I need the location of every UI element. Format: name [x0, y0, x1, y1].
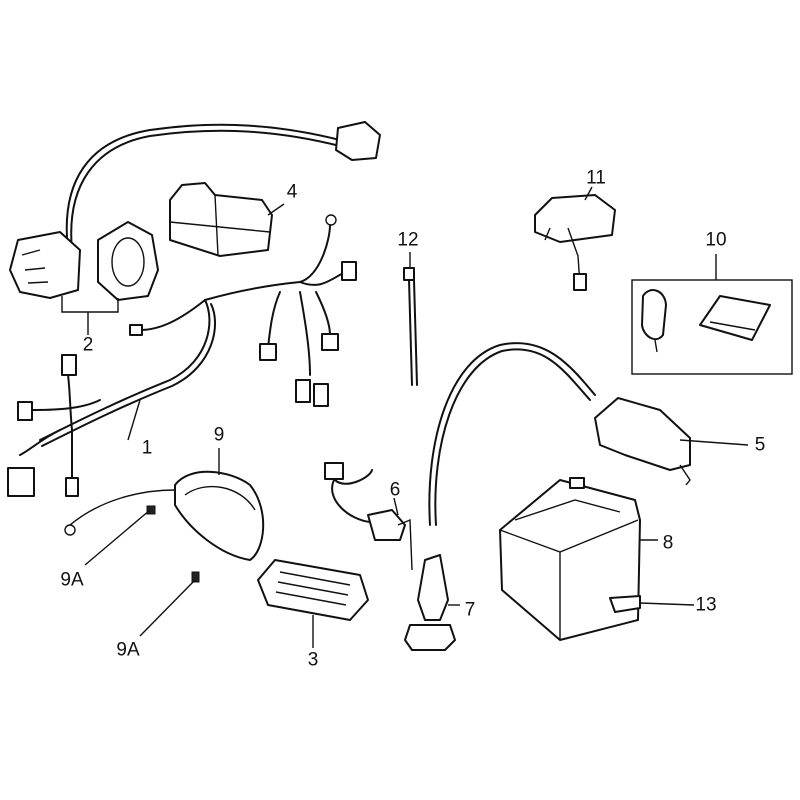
part-11-relay — [534, 194, 616, 291]
callout-7: 7 — [464, 599, 476, 621]
callout-5: 5 — [754, 434, 766, 456]
part-12-cable-tie — [403, 267, 418, 386]
callout-1: 1 — [141, 437, 153, 459]
callout-4: 4 — [286, 181, 298, 203]
callout-12: 12 — [397, 229, 419, 251]
part-1-wire-harness — [7, 214, 357, 497]
part-8-battery — [499, 477, 641, 641]
callout-3: 3 — [307, 649, 319, 671]
part-9-headlight — [64, 470, 265, 583]
part-2-stator-assembly — [9, 121, 381, 335]
callout-13: 13 — [695, 594, 717, 616]
callout-2: 2 — [82, 334, 94, 356]
callout-6: 6 — [389, 479, 401, 501]
part-7-spark-plug-cap — [404, 554, 456, 651]
callout-8: 8 — [662, 532, 674, 554]
callout-9a-lower: 9A — [116, 639, 140, 661]
callout-9a-upper: 9A — [60, 569, 84, 591]
part-5-ignition-coil — [428, 342, 691, 526]
part-6-ignition-switch — [324, 462, 413, 571]
part-3-regulator — [257, 559, 369, 621]
leader-lines — [84, 186, 749, 648]
callout-9: 9 — [213, 424, 225, 446]
part-4-cdi-unit — [169, 182, 285, 257]
part-10-kit-box — [631, 279, 793, 375]
callout-11: 11 — [586, 167, 606, 189]
callout-10: 10 — [705, 229, 727, 251]
